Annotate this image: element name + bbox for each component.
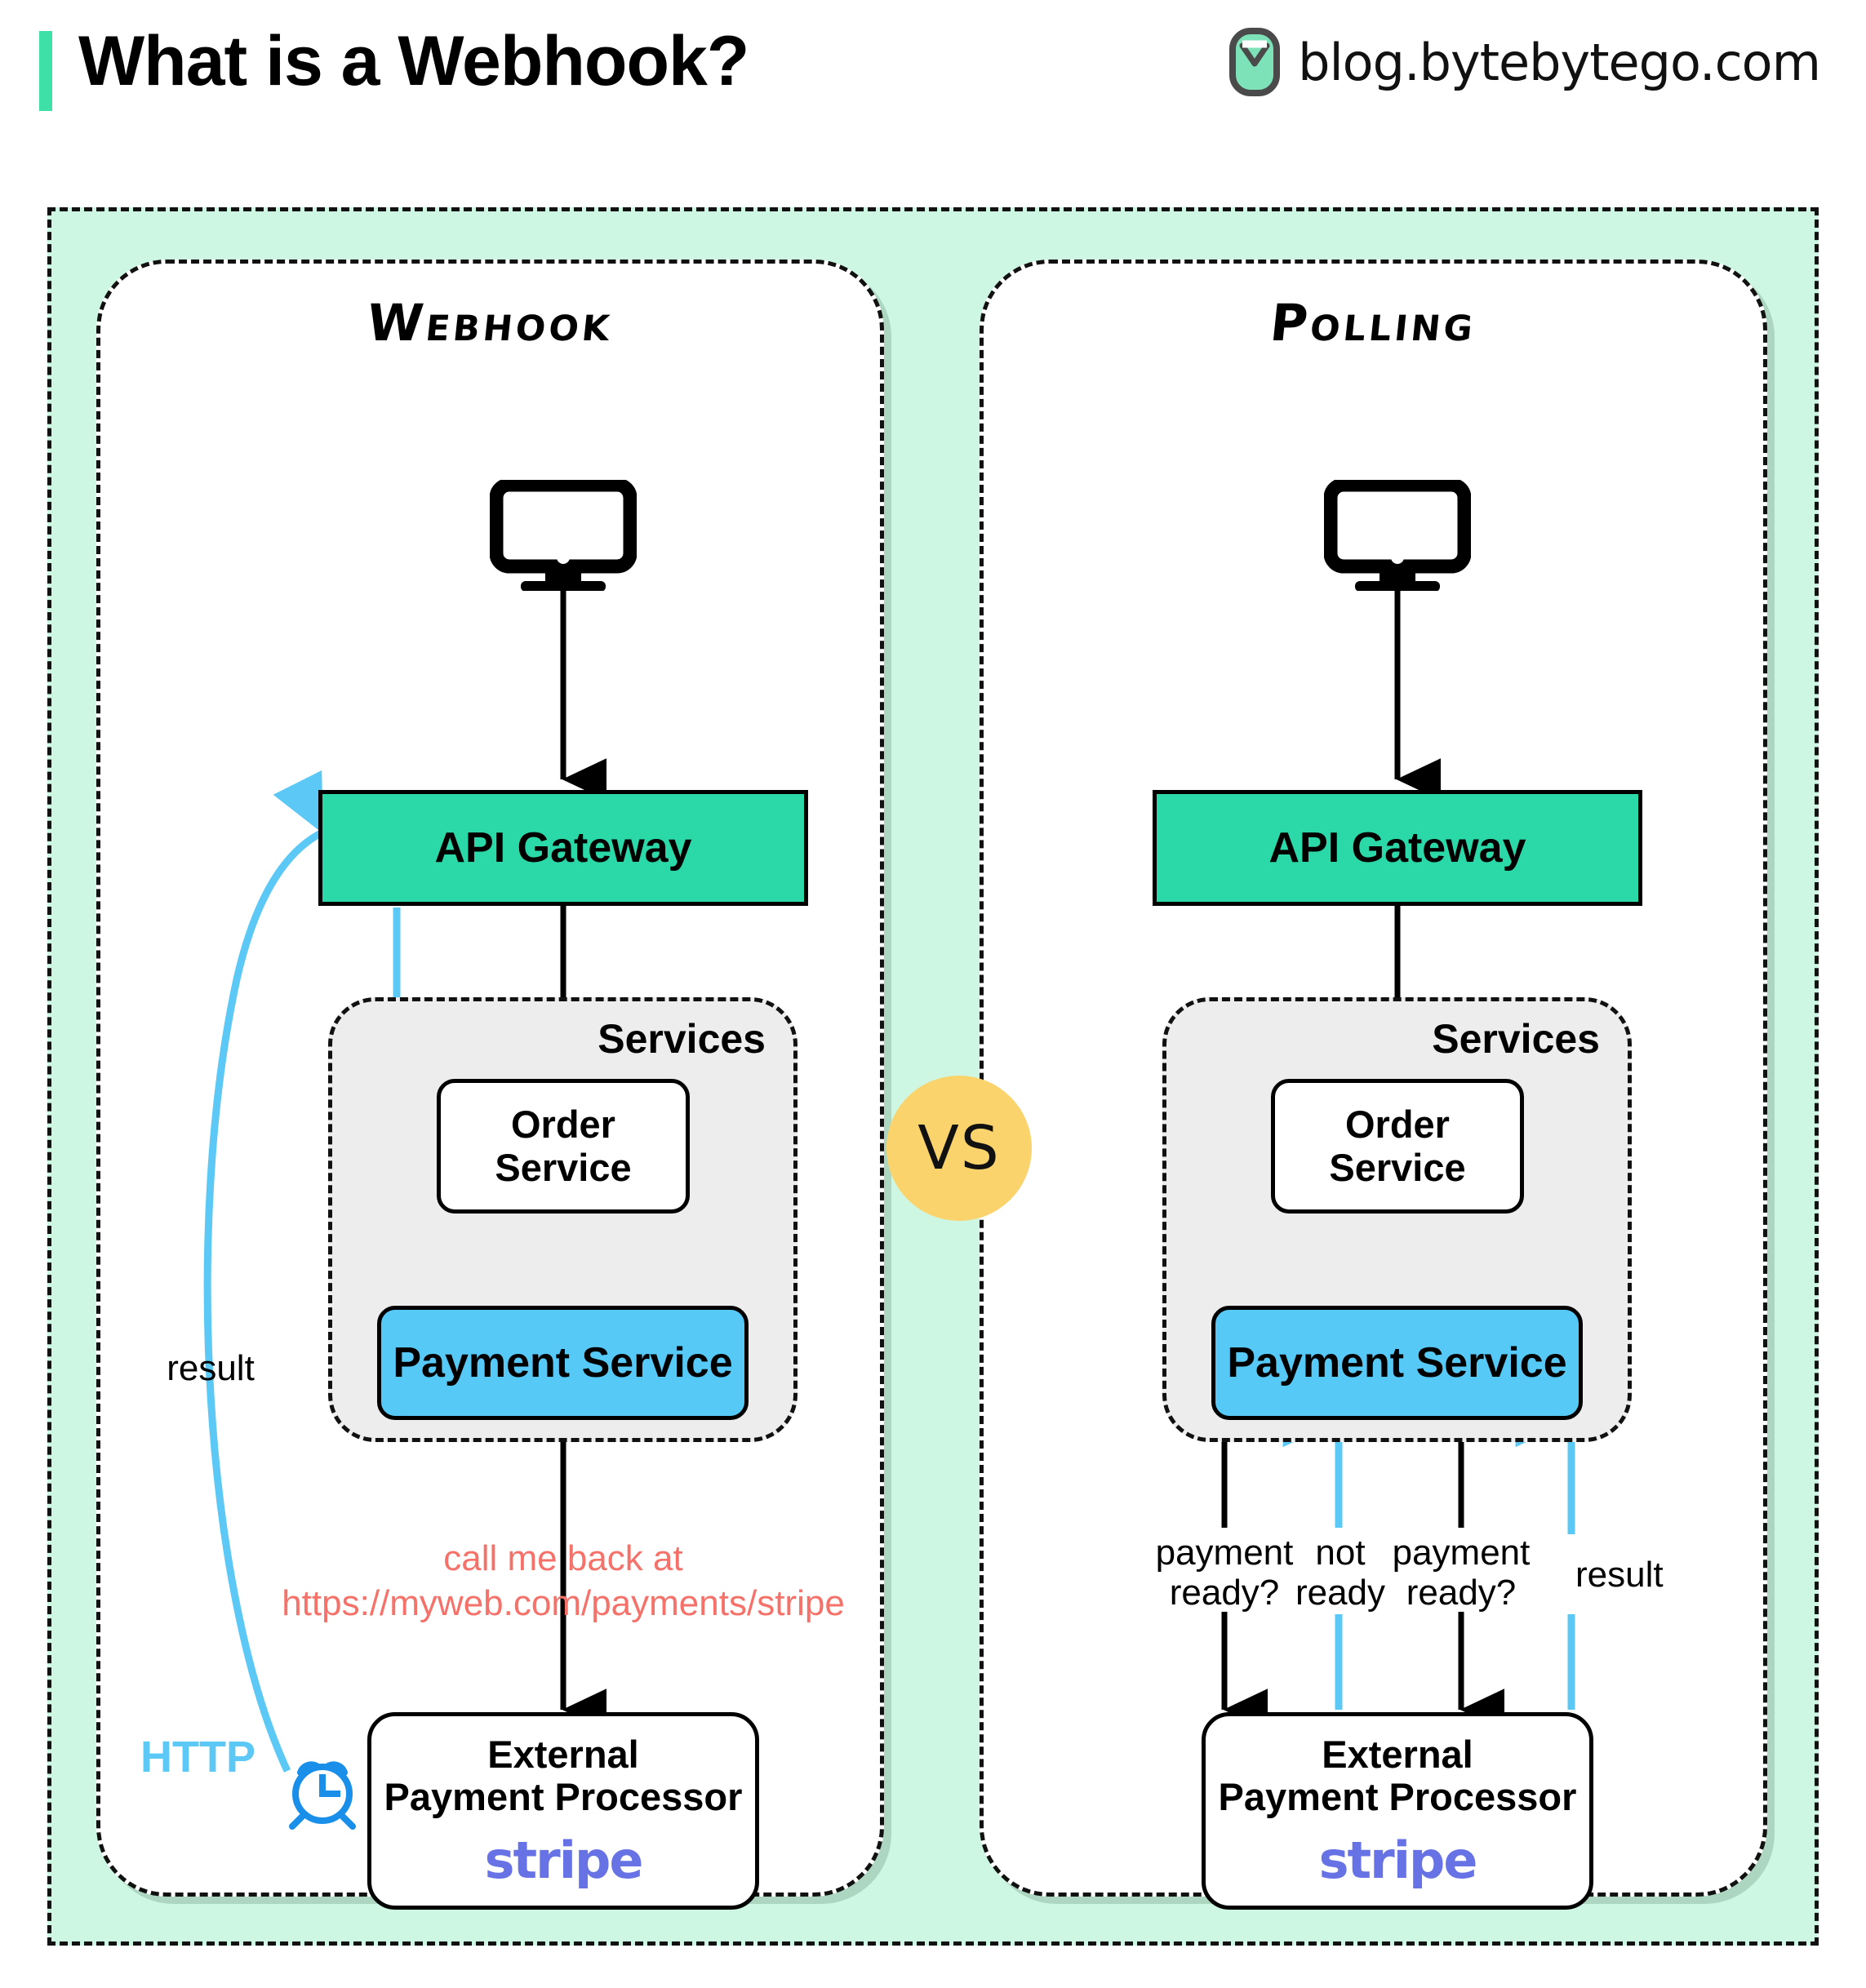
- webhook-processor-line1: External: [487, 1732, 639, 1776]
- alarm-clock-icon: [284, 1748, 358, 1830]
- polling-services-label: Services: [1432, 1016, 1600, 1062]
- label-line1: not: [1315, 1533, 1366, 1573]
- label-line2: ready: [1295, 1573, 1386, 1613]
- title-accent-bar: [39, 31, 52, 111]
- vs-badge-label: VS: [917, 1113, 1001, 1183]
- page-header: What is a Webhook? blog.bytebytego.com: [0, 0, 1866, 137]
- webhook-services-label: Services: [598, 1016, 766, 1062]
- bytebytego-logo-icon: [1229, 28, 1281, 96]
- polling-label-payment-ready-1: payment ready?: [1135, 1533, 1314, 1613]
- vs-badge: VS: [886, 1076, 1032, 1221]
- polling-payment-service[interactable]: Payment Service: [1211, 1306, 1583, 1420]
- webhook-order-service[interactable]: Order Service: [437, 1079, 690, 1214]
- webhook-result-label: result: [167, 1348, 255, 1388]
- brand: blog.bytebytego.com: [1229, 28, 1821, 96]
- webhook-api-gateway[interactable]: API Gateway: [318, 790, 808, 906]
- polling-processor-line1: External: [1322, 1732, 1473, 1776]
- webhook-payment-service[interactable]: Payment Service: [377, 1306, 749, 1420]
- page-title: What is a Webhook?: [78, 22, 749, 100]
- polling-label-not-ready: not ready: [1283, 1533, 1397, 1613]
- webhook-order-service-line1: Order: [510, 1102, 615, 1146]
- webhook-order-service-line2: Service: [495, 1145, 632, 1189]
- polling-processor-line2: Payment Processor: [1218, 1775, 1577, 1819]
- polling-label-result: result: [1575, 1555, 1664, 1595]
- polling-api-gateway[interactable]: API Gateway: [1153, 790, 1642, 906]
- http-label: HTTP: [140, 1733, 255, 1782]
- webhook-processor-line2: Payment Processor: [384, 1775, 743, 1819]
- stripe-logo: stripe: [484, 1830, 644, 1890]
- webhook-heading: Webhook: [364, 293, 616, 353]
- polling-order-service[interactable]: Order Service: [1271, 1079, 1524, 1214]
- webhook-callback-label: call me back at https://myweb.com/paymen…: [282, 1536, 845, 1626]
- polling-external-payment-processor[interactable]: External Payment Processor stripe: [1202, 1712, 1593, 1910]
- monitor-icon: [1323, 477, 1472, 592]
- label-line2: ready?: [1406, 1573, 1517, 1613]
- polling-order-service-line2: Service: [1329, 1145, 1466, 1189]
- callback-line1: call me back at: [443, 1538, 683, 1578]
- label-line1: payment: [1155, 1533, 1294, 1573]
- monitor-icon: [489, 477, 638, 592]
- label-line2: ready?: [1169, 1573, 1280, 1613]
- label-line1: payment: [1392, 1533, 1531, 1573]
- stripe-logo: stripe: [1318, 1830, 1478, 1890]
- polling-order-service-line1: Order: [1344, 1102, 1450, 1146]
- callback-line2: https://myweb.com/payments/stripe: [282, 1583, 845, 1623]
- polling-heading: Polling: [1267, 293, 1480, 353]
- webhook-external-payment-processor[interactable]: External Payment Processor stripe: [367, 1712, 759, 1910]
- brand-url: blog.bytebytego.com: [1298, 32, 1821, 92]
- polling-label-payment-ready-2: payment ready?: [1371, 1533, 1551, 1613]
